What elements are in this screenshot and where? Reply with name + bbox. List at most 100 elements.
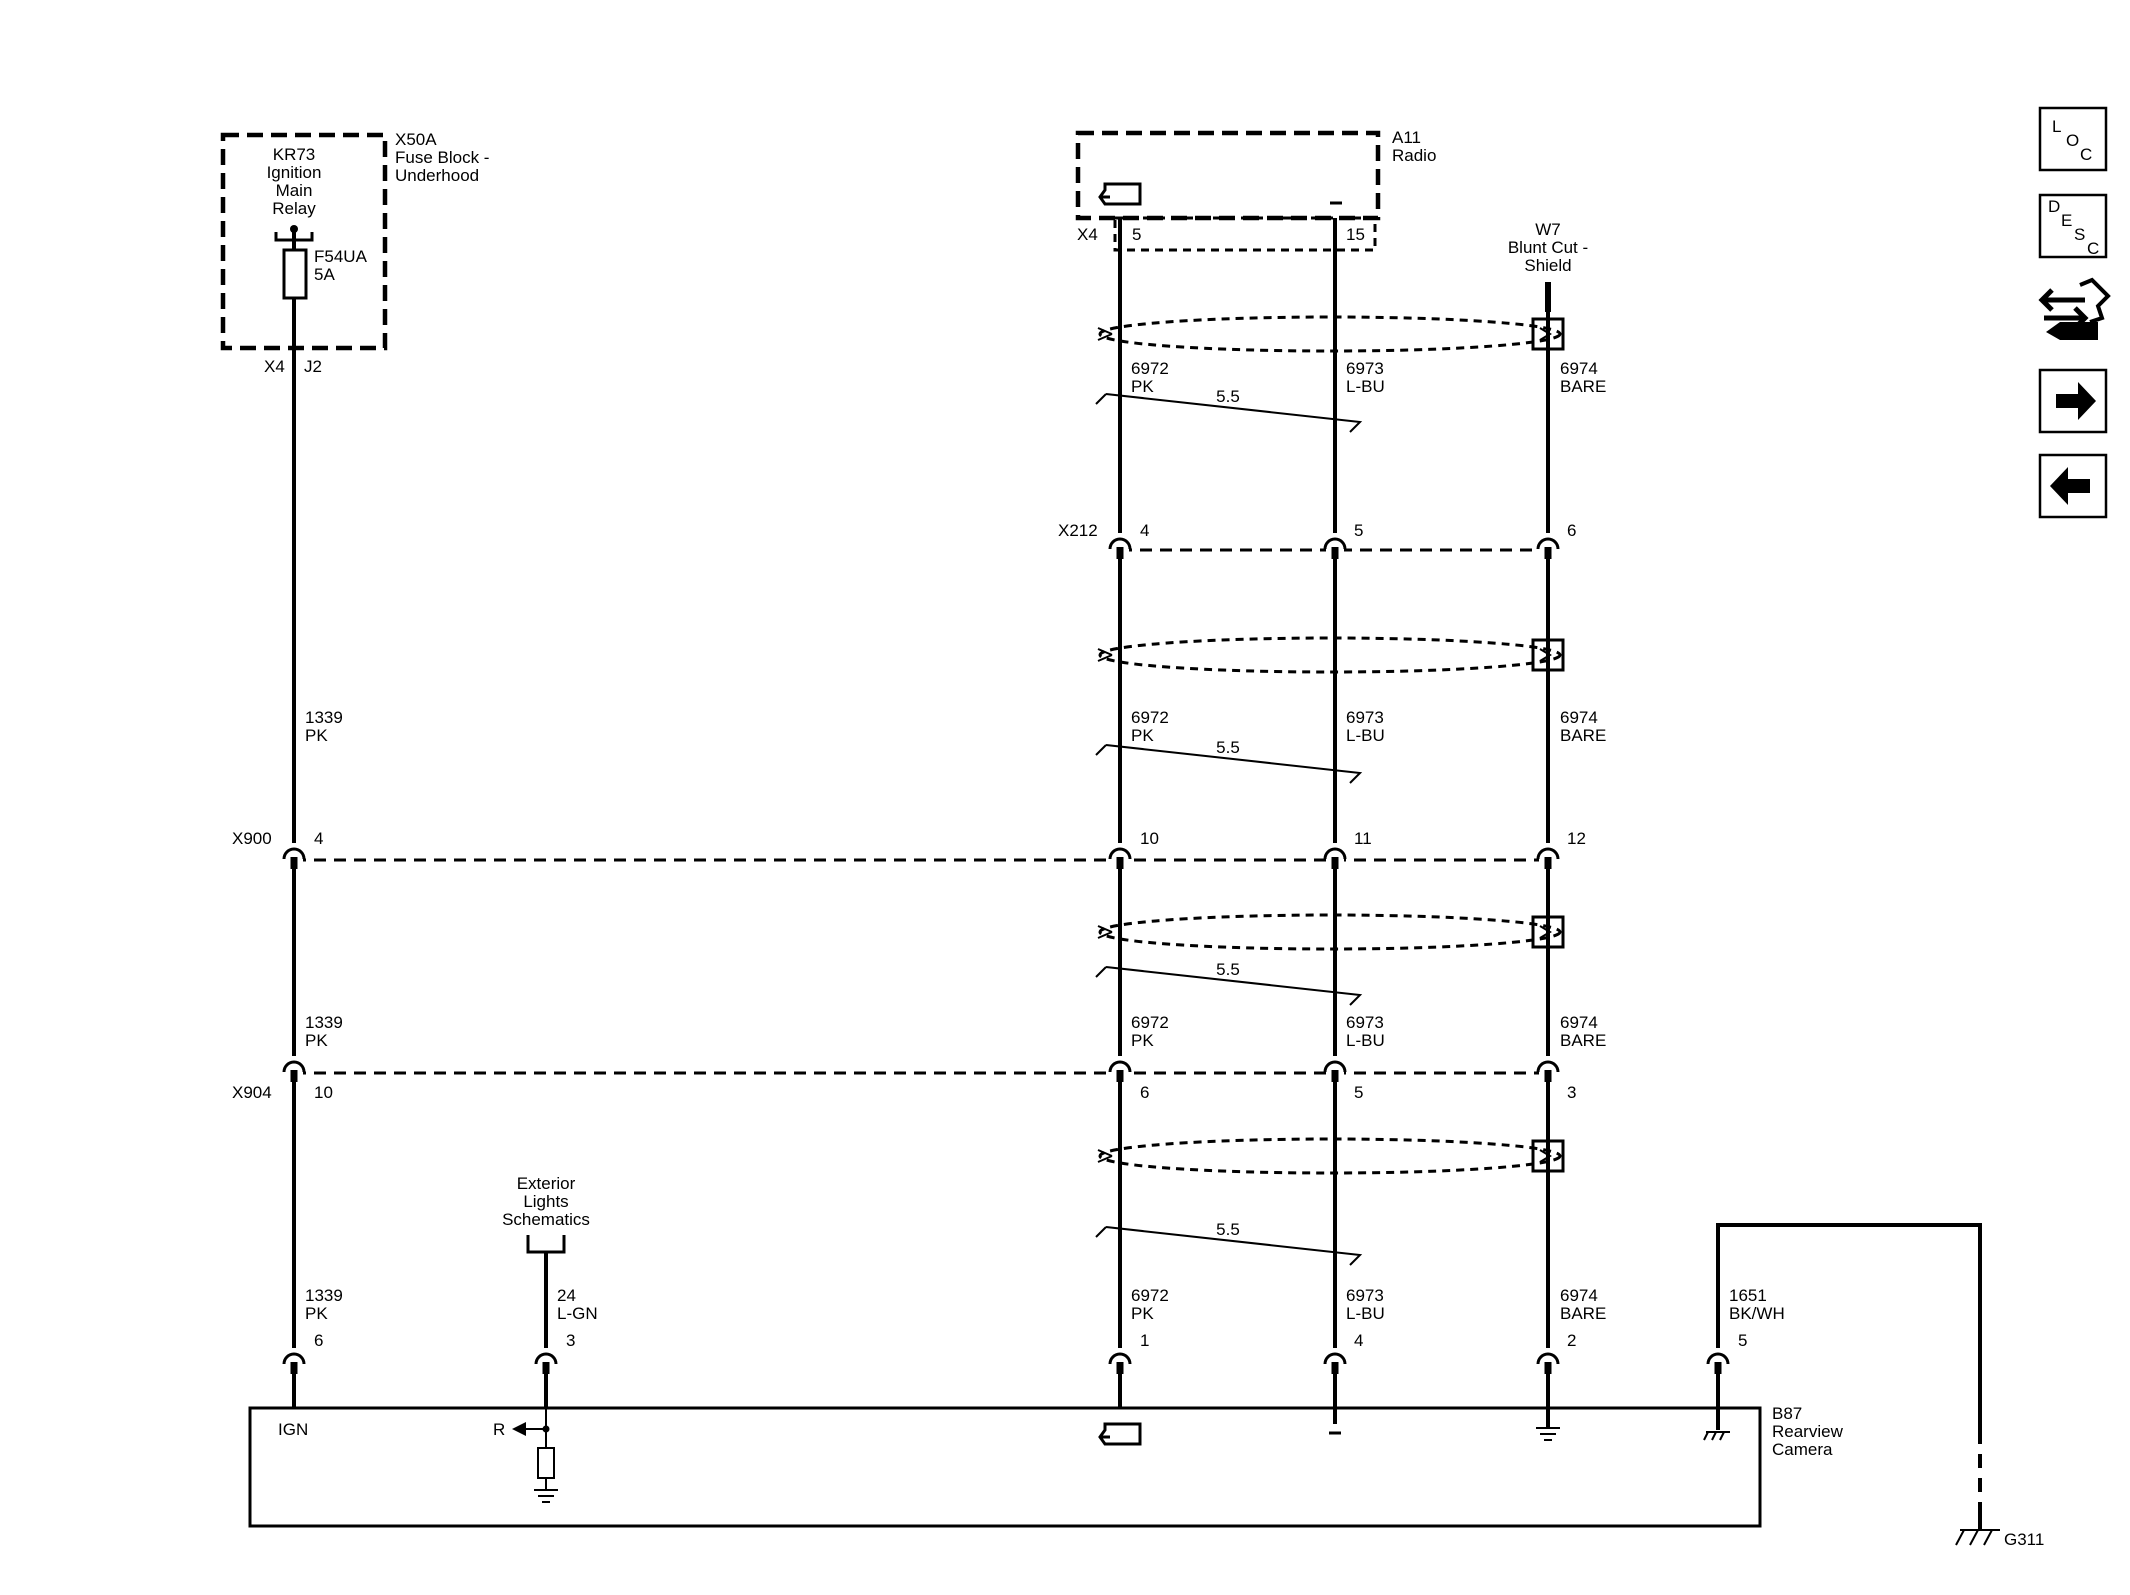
desc-letter: D [2048,197,2060,216]
loc-button[interactable]: L O C [2038,106,2108,172]
wire-label-6974-circuit: 6974 [1560,1286,1598,1305]
connector-pin [534,1348,558,1374]
fuse-ref: F54UA [314,247,368,266]
wire-label-6972-circuit: 6972 [1131,1286,1169,1305]
twisted-pair-shield [1097,1137,1565,1175]
wire-label-6973-color: L-BU [1346,377,1385,396]
x904-pin: 6 [1140,1083,1149,1102]
fuse-rating: 5A [314,265,335,284]
wire-label-6974-color: BARE [1560,726,1606,745]
shield-name-2: Shield [1524,256,1571,275]
wire-label-6973-color: L-BU [1346,726,1385,745]
fuse-out-connector: X4 [264,357,285,376]
connector-pin [1323,843,1347,869]
wire-label-1339-circuit: 1339 [305,1286,343,1305]
fuse-out-pin: J2 [304,357,322,376]
wire-label-6974-circuit: 6974 [1560,708,1598,727]
wire-label-1339-color: PK [305,1031,328,1050]
fuse-block-ref: X50A [395,130,437,149]
wire-label-1651-color: BK/WH [1729,1304,1785,1323]
twist-rate-label: 5.5 [1216,738,1240,757]
connector-pin [1536,1348,1560,1374]
wire-label-6972-circuit: 6972 [1131,359,1169,378]
pulldown-resistor-icon [537,1447,555,1479]
fuse-block-name: Fuse Block - [395,148,489,167]
wire-label-1339-circuit: 1339 [305,1013,343,1032]
next-page-button[interactable] [2038,368,2108,434]
arrow-right-icon [2056,382,2096,420]
exterior-lights-line-2: Lights [523,1192,568,1211]
chassis-ground-icon [1703,1431,1730,1441]
twist-marker: 5.5 [1095,738,1363,784]
previous-page-button[interactable] [2038,453,2108,519]
radio-name: Radio [1392,146,1436,165]
exterior-lights-reference[interactable]: Exterior Lights Schematics [502,1174,590,1254]
wire-label-6972-color: PK [1131,726,1154,745]
shield-ref: W7 [1535,220,1561,239]
x904-ref: X904 [232,1083,272,1102]
ground-ref: G311 [2004,1530,2044,1549]
connector-pin [1536,533,1560,559]
connector-pin [282,843,306,869]
twist-marker: 5.5 [1095,960,1363,1006]
twisted-pair-shields: 5.55.55.55.5 [1095,315,1565,1266]
twist-marker: 5.5 [1095,387,1363,433]
wire-label-1651-circuit: 1651 [1729,1286,1767,1305]
b87-pin: 1 [1140,1331,1149,1350]
fuse-icon [282,248,308,300]
wire-label-6974-color: BARE [1560,377,1606,396]
twisted-pair-shield [1097,315,1565,353]
b87-pin: 2 [1567,1331,1576,1350]
connector-pin [1108,533,1132,559]
arrow-left-icon [2050,467,2090,505]
desc-button[interactable]: D E S C [2038,193,2108,259]
fuse-block-x50a: X50A Fuse Block - Underhood KR73 Ignitio… [220,130,489,351]
twisted-pair-shield [1097,636,1565,674]
video-signal-icon [1098,1422,1142,1446]
page-ref-bracket-icon [526,1235,566,1254]
ground-g311: G311 [1955,1515,2044,1549]
connector-pin [1323,1348,1347,1374]
relay-name-1: Ignition [267,163,322,182]
input-arrow-icon [512,1422,526,1436]
ground-icon [534,1478,558,1503]
rearview-camera-b87: B87 Rearview Camera IGN R [248,1404,1844,1528]
wire-label-6973-circuit: 6973 [1346,359,1384,378]
radio-ref: A11 [1392,128,1421,147]
loc-letter: O [2066,131,2079,150]
connector-wrench-button[interactable] [2038,277,2111,340]
drain-termination-icon [1531,1139,1565,1173]
wire-label-1339-circuit: 1339 [305,708,343,727]
drain-termination-icon [1531,317,1565,351]
relay-name-2: Main [276,181,313,200]
connector-pin [282,1348,306,1374]
x900-ref: X900 [232,829,272,848]
x212-pin: 5 [1354,521,1363,540]
x212-ref: X212 [1058,521,1098,540]
wire-label-6974-circuit: 6974 [1560,1013,1598,1032]
loc-letter: L [2052,117,2061,136]
x900-pin: 4 [314,829,323,848]
x900-pin: 12 [1567,829,1586,848]
connector-pin [1108,843,1132,869]
radio-a11: A11 Radio X4 5 15 [1075,128,1436,252]
wire-label-6972-color: PK [1131,377,1154,396]
b87-pin: 6 [314,1331,323,1350]
x904-pin: 10 [314,1083,333,1102]
wire-label-6973-color: L-BU [1346,1031,1385,1050]
x212-pin: 6 [1567,521,1576,540]
radio-pin-15: 15 [1346,225,1365,244]
shield-name-1: Blunt Cut - [1508,238,1588,257]
twisted-pair-shield [1097,913,1565,951]
x904-pin: 3 [1567,1083,1576,1102]
radio-connector: X4 [1077,225,1098,244]
nav-buttons: L O C D E S C [2038,106,2111,519]
relay-ref: KR73 [273,145,316,164]
wire-labels: 6972 PK 6973 L-BU 6974 BARE 1339 PK 6972… [305,359,1785,1323]
reverse-input-label: R [493,1420,505,1439]
radio-pin-5: 5 [1132,225,1141,244]
connector-pin [1323,533,1347,559]
b87-pin: 4 [1354,1331,1363,1350]
wire-label-6972-color: PK [1131,1031,1154,1050]
